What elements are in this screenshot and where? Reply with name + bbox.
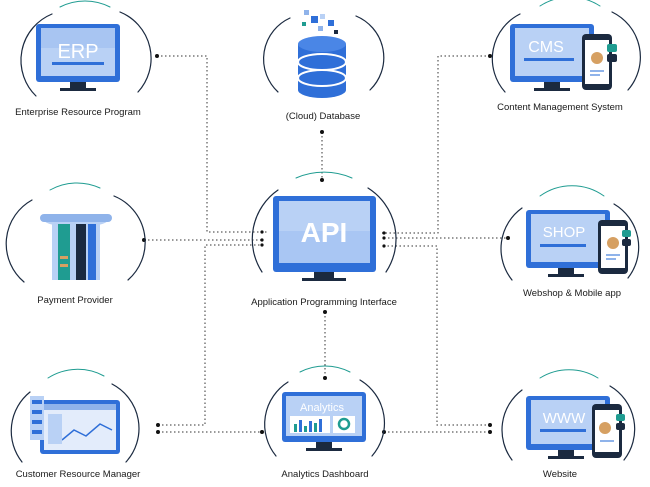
connector-crm bbox=[158, 244, 262, 426]
website-phone-icon bbox=[592, 404, 625, 458]
erp-label: Enterprise Resource Program bbox=[15, 107, 141, 118]
webshop-label: Webshop & Mobile app bbox=[522, 288, 622, 299]
website-label: Website bbox=[542, 469, 578, 480]
cms-monitor-icon: CMS bbox=[510, 24, 594, 91]
analytics-monitor-icon: Analytics bbox=[282, 392, 366, 451]
analytics-screen-text: Analytics bbox=[300, 402, 345, 414]
webshop-monitor-icon: SHOP bbox=[526, 210, 610, 277]
website-screen-text: WWW bbox=[543, 410, 586, 427]
api-screen-text: API bbox=[301, 217, 348, 248]
crm-monitor-icon bbox=[30, 396, 120, 454]
payment-terminal-icon bbox=[40, 202, 112, 280]
erp-monitor-icon: ERP bbox=[36, 24, 120, 91]
connector-website bbox=[383, 245, 490, 426]
api-monitor-icon: API bbox=[273, 196, 376, 281]
payment-label: Payment Provider bbox=[37, 295, 113, 306]
analytics-label: Analytics Dashboard bbox=[281, 469, 369, 480]
webshop-phone-icon bbox=[598, 220, 631, 274]
webshop-screen-text: SHOP bbox=[543, 224, 586, 241]
erp-screen-text: ERP bbox=[57, 41, 98, 63]
cms-phone-icon bbox=[582, 34, 617, 90]
decorative-arcs bbox=[5, 0, 641, 463]
connector-lines bbox=[144, 55, 508, 433]
cms-screen-text: CMS bbox=[528, 39, 564, 56]
connector-dots bbox=[142, 54, 510, 434]
crm-label: Customer Resource Manager bbox=[15, 469, 141, 480]
database-label: (Cloud) Database bbox=[285, 111, 361, 122]
connector-cms bbox=[382, 55, 490, 234]
connector-erp bbox=[157, 55, 268, 233]
api-label: Application Programming Interface bbox=[251, 297, 397, 308]
database-icon bbox=[297, 10, 347, 98]
cms-label: Content Management System bbox=[497, 102, 623, 113]
